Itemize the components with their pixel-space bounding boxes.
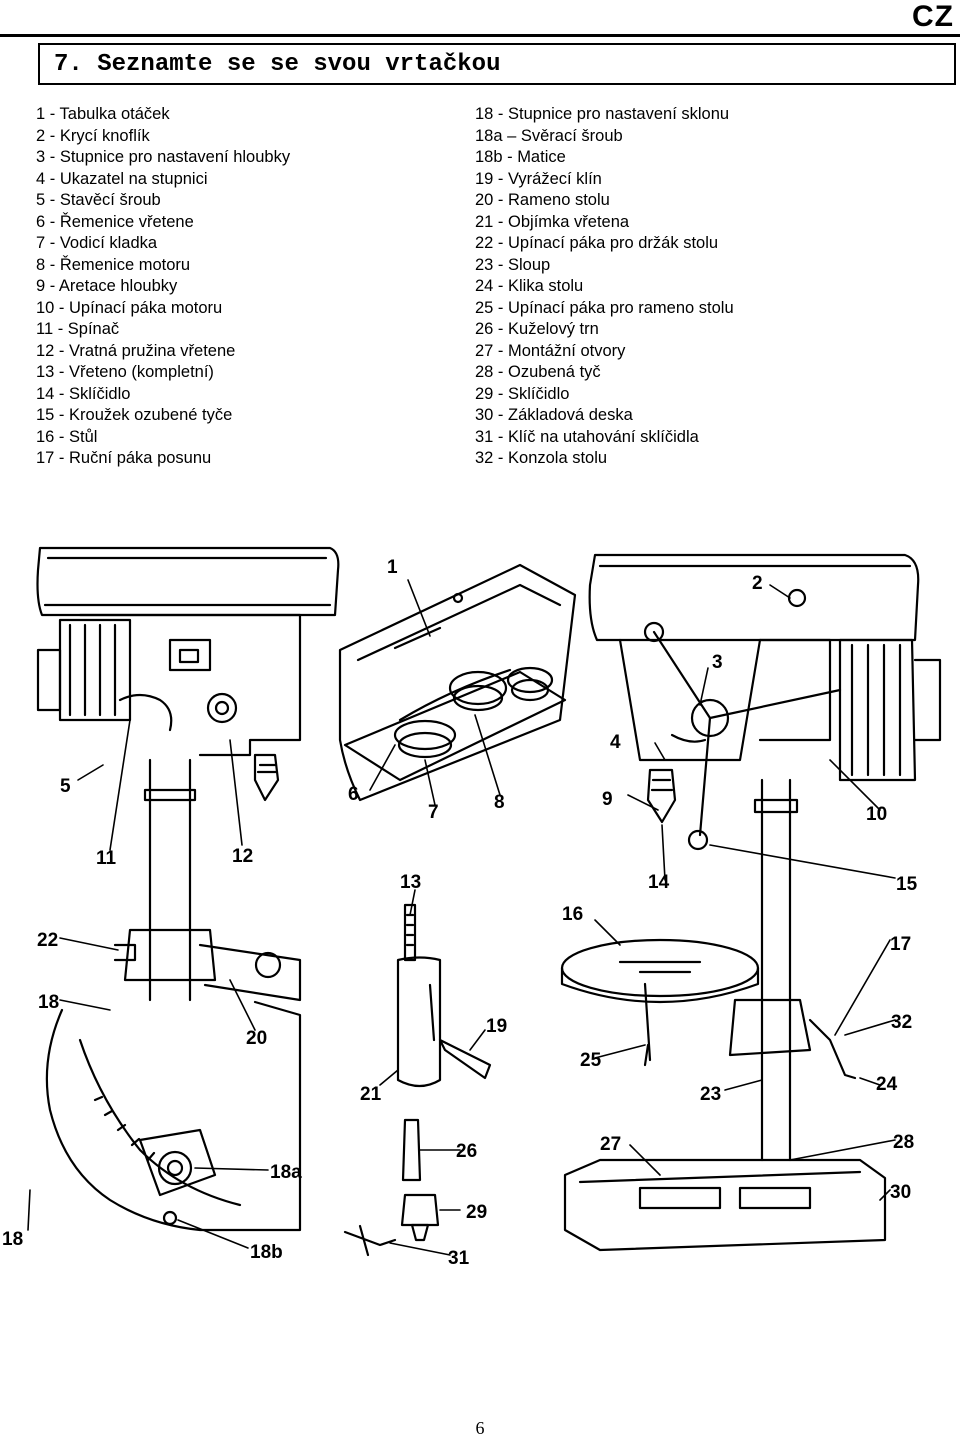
callout-label: 24 [876, 1074, 898, 1095]
callout-label: 7 [428, 802, 439, 823]
list-item: 11 - Spínač [36, 320, 120, 338]
callout-label: 9 [602, 789, 613, 810]
list-item: 7 - Vodicí kladka [36, 234, 158, 252]
callout-label: 18a [270, 1162, 302, 1183]
list-item: 21 - Objímka vřetena [475, 212, 630, 231]
list-item: 3 - Stupnice pro nastavení hloubky [36, 148, 291, 166]
list-item: 18b - Matice [475, 148, 566, 166]
section-heading-box: 7. Seznamte se se svou vrtačkou [38, 43, 956, 85]
callout-leader-lines [27, 579, 896, 1256]
callout-label: 16 [562, 904, 583, 925]
language-tag: CZ [912, 0, 954, 33]
list-item: 27 - Montážní otvory [475, 341, 626, 360]
list-item: 16 - Stůl [36, 427, 98, 446]
list-item: 1 - Tabulka otáček [36, 105, 170, 123]
callout-label: 6 [348, 784, 359, 805]
callout-label: 30 [890, 1182, 911, 1203]
callout-label: 8 [494, 792, 505, 813]
list-item: 15 - Kroužek ozubené tyče [36, 406, 233, 424]
callout-label: 25 [580, 1050, 602, 1071]
list-item: 24 - Klika stolu [475, 277, 584, 295]
callout-label: 4 [610, 732, 621, 753]
list-item: 8 - Řemenice motoru [36, 255, 191, 274]
list-item: 10 - Upínací páka motoru [36, 298, 223, 317]
callout-labels: 1 2 3 4 5 6 7 8 9 10 11 12 13 14 15 16 1… [2, 557, 918, 1269]
callout-label: 32 [891, 1012, 912, 1033]
list-item: 20 - Rameno stolu [475, 191, 610, 209]
list-item: 23 - Sloup [475, 255, 551, 274]
callout-label: 21 [360, 1084, 382, 1105]
callout-label: 22 [37, 930, 58, 951]
list-item: 4 - Ukazatel na stupnici [36, 169, 208, 188]
pulley-housing-drawing [338, 563, 577, 802]
callout-label: 19 [486, 1016, 507, 1037]
callout-label: 2 [752, 573, 763, 594]
spindle-parts-drawing [343, 903, 492, 1257]
list-item: 12 - Vratná pružina vřetene [36, 341, 236, 360]
callout-label: 5 [60, 776, 71, 797]
page-number: 6 [475, 1418, 485, 1438]
callout-label: 17 [890, 934, 911, 955]
callout-label: 31 [448, 1248, 470, 1269]
list-item: 2 - Krycí knoflík [36, 126, 150, 145]
callout-label: 28 [893, 1132, 914, 1153]
list-item: 18 - Stupnice pro nastavení sklonu [475, 105, 730, 123]
callout-label: 12 [232, 846, 253, 867]
list-item: 25 - Upínací páka pro rameno stolu [475, 298, 734, 317]
list-item: 17 - Ruční páka posunu [36, 449, 212, 467]
callout-label: 18b [250, 1242, 283, 1263]
callout-label: 18 [2, 1229, 23, 1250]
callout-label: 10 [866, 804, 887, 825]
right-drill-press-drawing [560, 553, 942, 1252]
callout-label: 1 [387, 557, 398, 578]
callout-label: 29 [466, 1202, 487, 1223]
list-item: 29 - Sklíčidlo [475, 384, 570, 403]
list-item: 5 - Stavěcí šroub [36, 191, 161, 209]
header-rule [0, 34, 960, 37]
list-item: 32 - Konzola stolu [475, 449, 608, 467]
list-item: 6 - Řemenice vřetene [36, 212, 194, 231]
callout-label: 13 [400, 872, 421, 893]
section-title: 7. Seznamte se se svou vrtačkou [54, 51, 501, 78]
callout-label: 26 [456, 1141, 477, 1162]
list-item: 22 - Upínací páka pro držák stolu [475, 234, 719, 252]
parts-list-right: 18 - Stupnice pro nastavení sklonu 18a –… [475, 104, 734, 470]
list-item: 28 - Ozubená tyč [475, 363, 601, 381]
list-item: 18a – Svěrací šroub [475, 126, 623, 145]
callout-label: 27 [600, 1134, 621, 1155]
list-item: 19 - Vyrážecí klín [475, 169, 602, 188]
list-item: 13 - Vřeteno (kompletní) [36, 363, 214, 381]
callout-label: 14 [648, 872, 670, 893]
list-item: 31 - Klíč na utahování sklíčidla [475, 427, 699, 446]
callout-label: 23 [700, 1084, 721, 1105]
list-item: 30 - Základová deska [475, 406, 633, 424]
left-drill-press-drawing [36, 546, 340, 1232]
list-item: 9 - Aretace hloubky [36, 277, 178, 295]
callout-label: 15 [896, 874, 918, 895]
callout-label: 11 [96, 848, 117, 869]
callout-label: 18 [38, 992, 59, 1013]
list-item: 26 - Kuželový trn [475, 320, 599, 338]
parts-list-left: 1 - Tabulka otáček 2 - Krycí knoflík 3 -… [36, 104, 290, 470]
list-item: 14 - Sklíčidlo [36, 384, 131, 403]
callout-label: 3 [712, 652, 723, 673]
callout-label: 20 [246, 1028, 267, 1049]
drill-press-diagram: 1 2 3 4 5 6 7 8 9 10 11 12 13 14 15 16 1… [2, 546, 942, 1269]
